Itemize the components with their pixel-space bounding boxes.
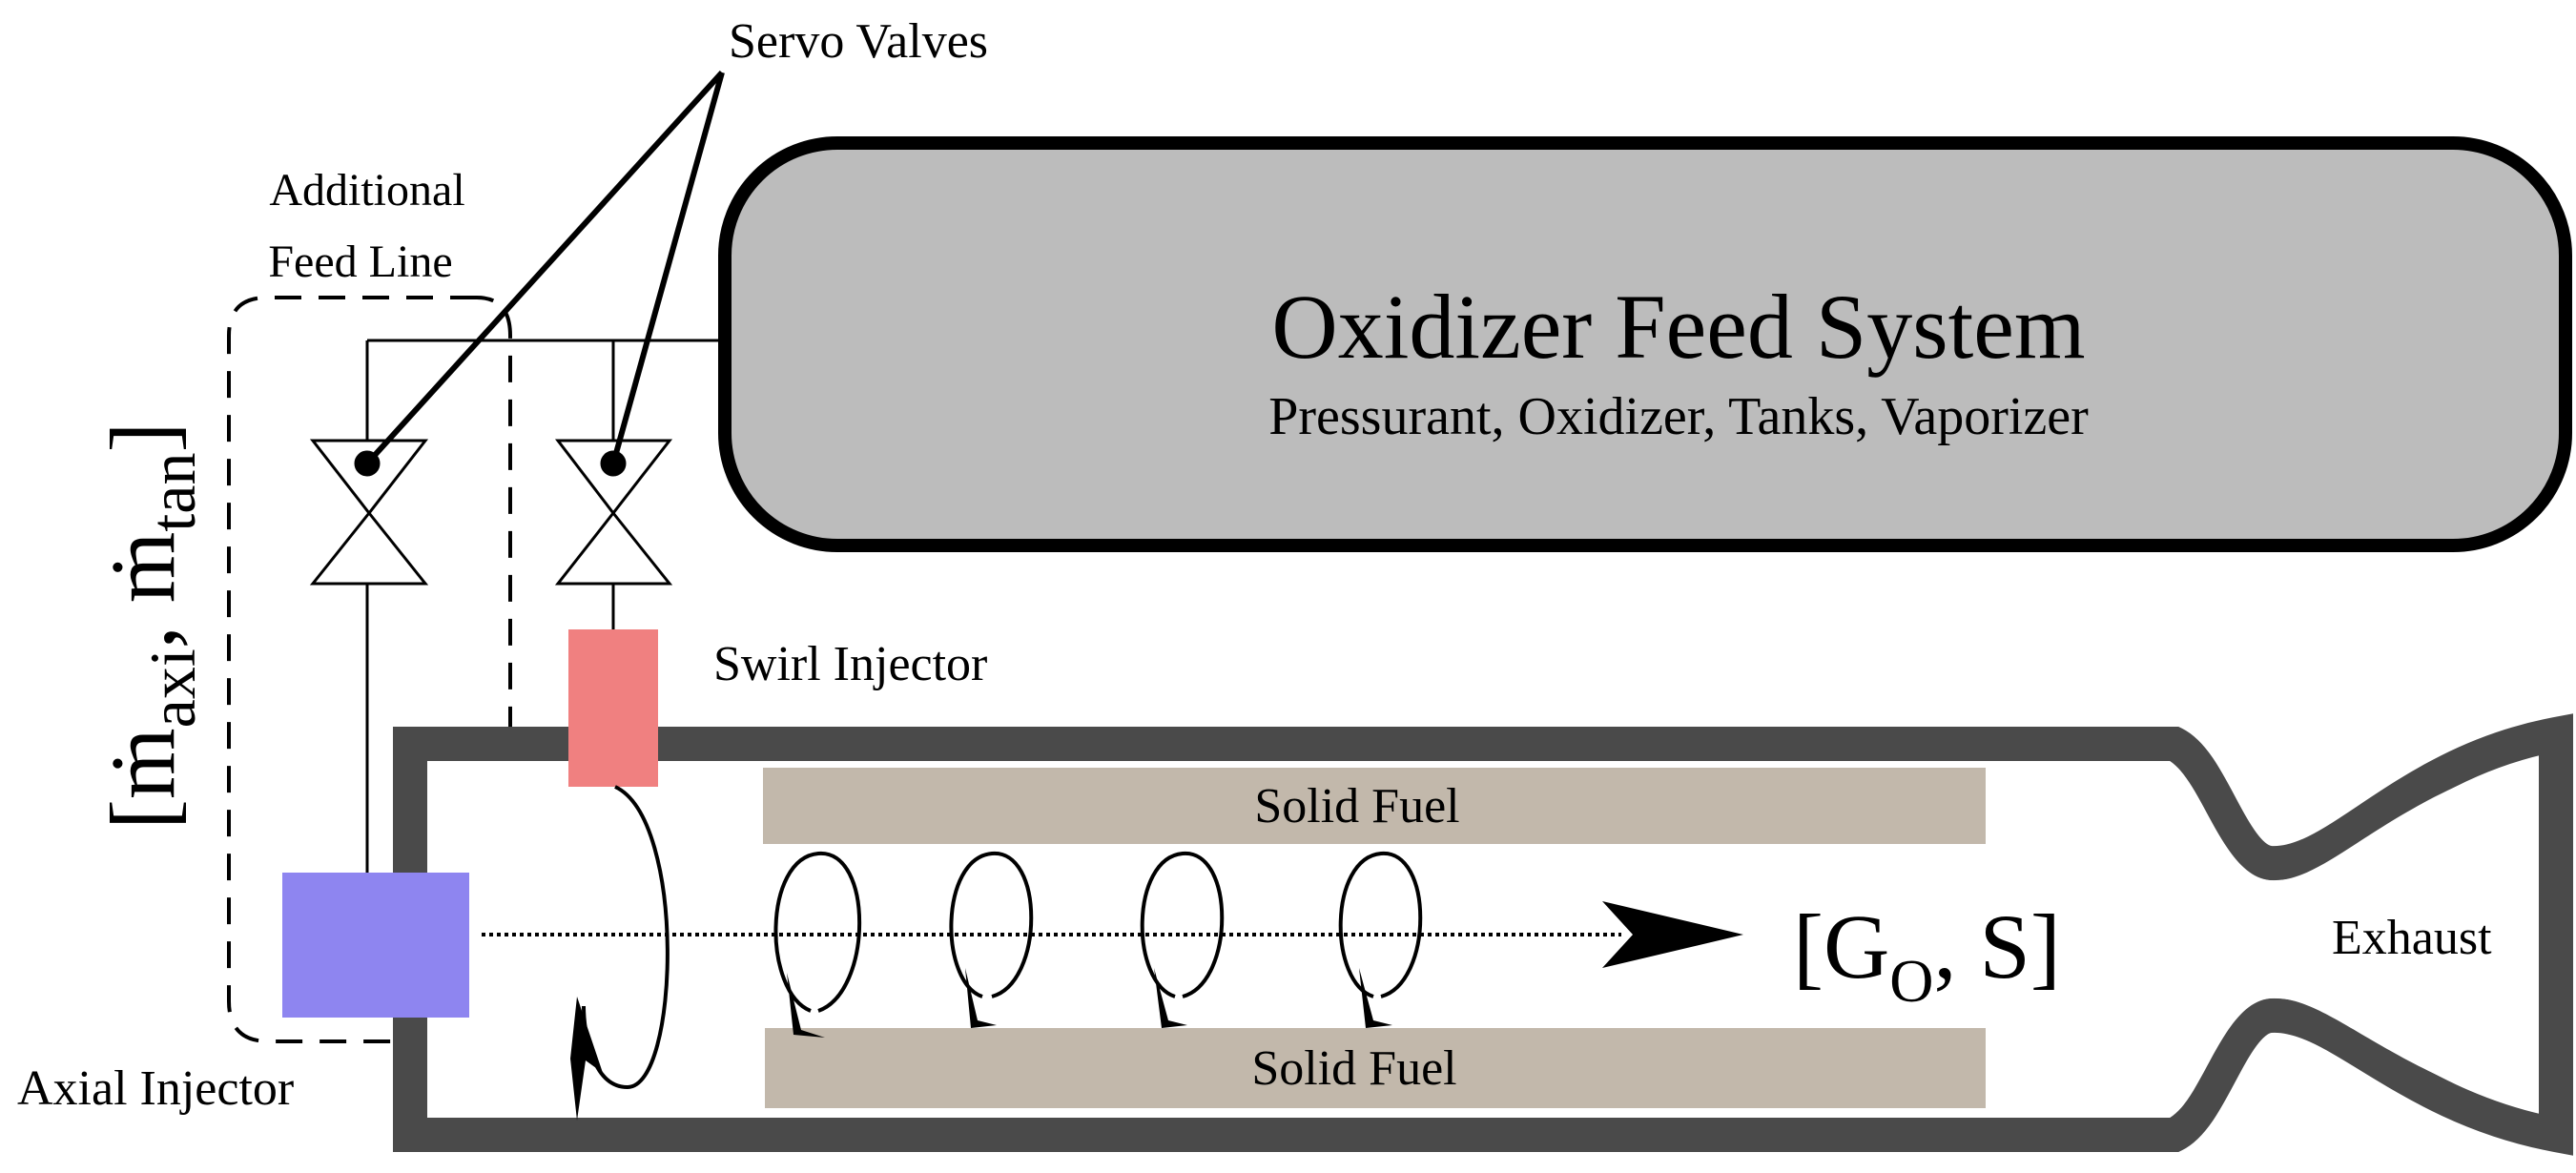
svg-text:[ṁaxi, ṁtan]: [ṁaxi, ṁtan] xyxy=(92,422,209,830)
servo-valves-label: Servo Valves xyxy=(729,14,988,69)
output-s: , S] xyxy=(1934,895,2061,998)
input-close: ] xyxy=(92,422,194,453)
oxidizer-feed-system-box xyxy=(718,136,2572,552)
output-g: [G xyxy=(1793,895,1889,998)
swirl-arrowhead-1 xyxy=(787,973,825,1038)
additional-feed-line-label-1: Additional xyxy=(269,165,464,216)
swirl-arrowheads xyxy=(570,968,1392,1121)
feed-system-subtitle: Pressurant, Oxidizer, Tanks, Vaporizer xyxy=(1268,387,2089,446)
swirl-loop-1 xyxy=(773,851,861,1013)
additional-feed-line-label-2: Feed Line xyxy=(268,237,452,287)
swirl-arrowhead-2 xyxy=(965,968,997,1028)
axial-injector xyxy=(282,873,469,1018)
swirl-arrowhead-3 xyxy=(1154,968,1187,1028)
solid-fuel-bottom xyxy=(765,1028,1986,1108)
exhaust-label: Exhaust xyxy=(2332,911,2492,965)
input-maxi: [ṁ xyxy=(92,728,194,830)
servo-valve-right xyxy=(554,439,673,586)
input-mtan-subscript: tan xyxy=(136,453,209,532)
servo-valve-left xyxy=(309,439,429,586)
swirl-arrowhead-main xyxy=(570,997,603,1121)
solid-fuel-top-label: Solid Fuel xyxy=(1254,779,1459,833)
input-variables-label: [ṁaxi, ṁtan] xyxy=(92,422,209,830)
swirl-arrowhead-4 xyxy=(1359,968,1392,1028)
swirl-injector xyxy=(568,629,658,787)
swirl-loop-2 xyxy=(949,851,1034,998)
input-mtan: , ṁ xyxy=(92,532,194,649)
solid-fuel-top xyxy=(763,768,1986,844)
chamber-interior xyxy=(427,756,2539,1118)
servo-valve-pointers xyxy=(364,70,725,466)
additional-feed-line-boundary xyxy=(227,296,512,1043)
swirl-loop-3 xyxy=(1140,851,1225,998)
swirl-injector-label: Swirl Injector xyxy=(713,637,987,691)
feed-system-title: Oxidizer Feed System xyxy=(1271,276,2085,378)
axial-injector-label: Axial Injector xyxy=(17,1061,294,1116)
swirl-loop-4 xyxy=(1338,851,1423,998)
output-g-subscript: O xyxy=(1889,947,1933,1015)
input-maxi-subscript: axi xyxy=(136,648,209,728)
axial-flow-arrowhead xyxy=(1602,901,1743,968)
output-variables-label: [GO, S] xyxy=(1793,895,2061,1015)
solid-fuel-bottom-label: Solid Fuel xyxy=(1251,1041,1456,1096)
feed-lines xyxy=(365,339,725,873)
